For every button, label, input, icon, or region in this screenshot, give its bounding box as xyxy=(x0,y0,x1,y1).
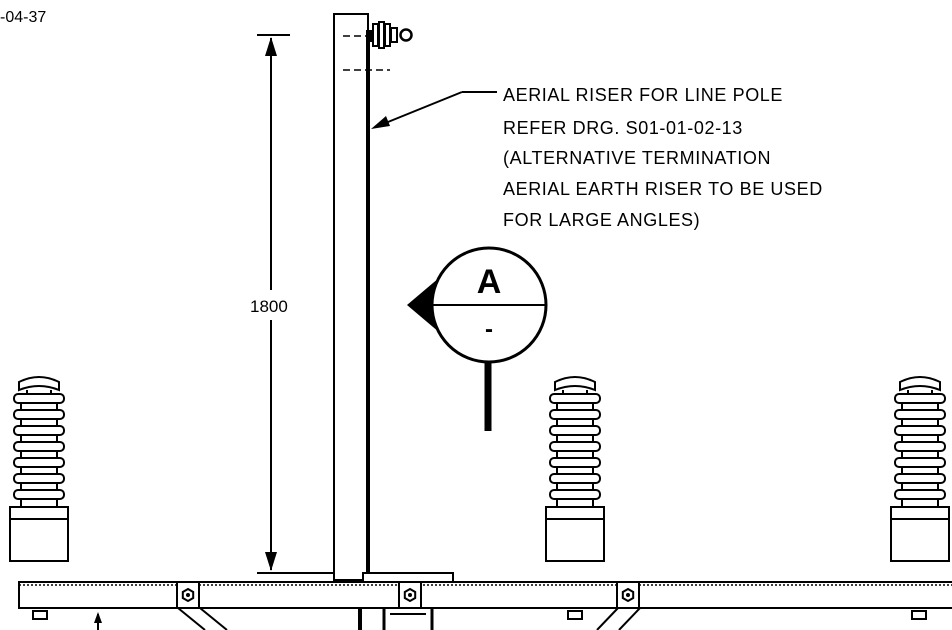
callout-leader xyxy=(371,91,497,129)
callout-line-5: FOR LARGE ANGLES) xyxy=(503,210,700,230)
insulator-icon xyxy=(545,376,605,562)
arrowhead-icon xyxy=(265,37,277,56)
insulator-icon xyxy=(9,376,69,562)
bolt-icon xyxy=(176,581,200,609)
callout-line-3: (ALTERNATIVE TERMINATION xyxy=(503,148,771,168)
callout-line-2: REFER DRG. S01-01-02-13 xyxy=(503,118,743,138)
bolt-icon xyxy=(398,581,422,609)
section-view-marker-icon xyxy=(407,246,548,431)
callout-line-1: AERIAL RISER FOR LINE POLE xyxy=(503,85,783,105)
lower-arrow xyxy=(94,612,102,630)
insulator-icon xyxy=(890,376,950,562)
callout-line-4: AERIAL EARTH RISER TO BE USED xyxy=(503,179,823,199)
sheet-reference: -04-37 xyxy=(0,9,46,26)
arrowhead-icon xyxy=(94,612,102,623)
callout-note: AERIAL RISER FOR LINE POLE REFER DRG. S0… xyxy=(503,85,823,230)
arrowhead-icon xyxy=(371,116,390,129)
dimension-label: 1800 xyxy=(250,297,288,316)
line-pole xyxy=(333,13,390,581)
pole-top-fitting xyxy=(366,21,413,49)
section-sheet: - xyxy=(485,316,493,343)
bolt-icon xyxy=(616,581,640,609)
cross-arm xyxy=(18,572,952,609)
cross-arm-nuts xyxy=(32,610,927,620)
section-letter: A xyxy=(477,263,502,301)
arrowhead-icon xyxy=(265,552,277,571)
lower-structure xyxy=(177,607,641,630)
vertical-dimension xyxy=(257,34,350,574)
